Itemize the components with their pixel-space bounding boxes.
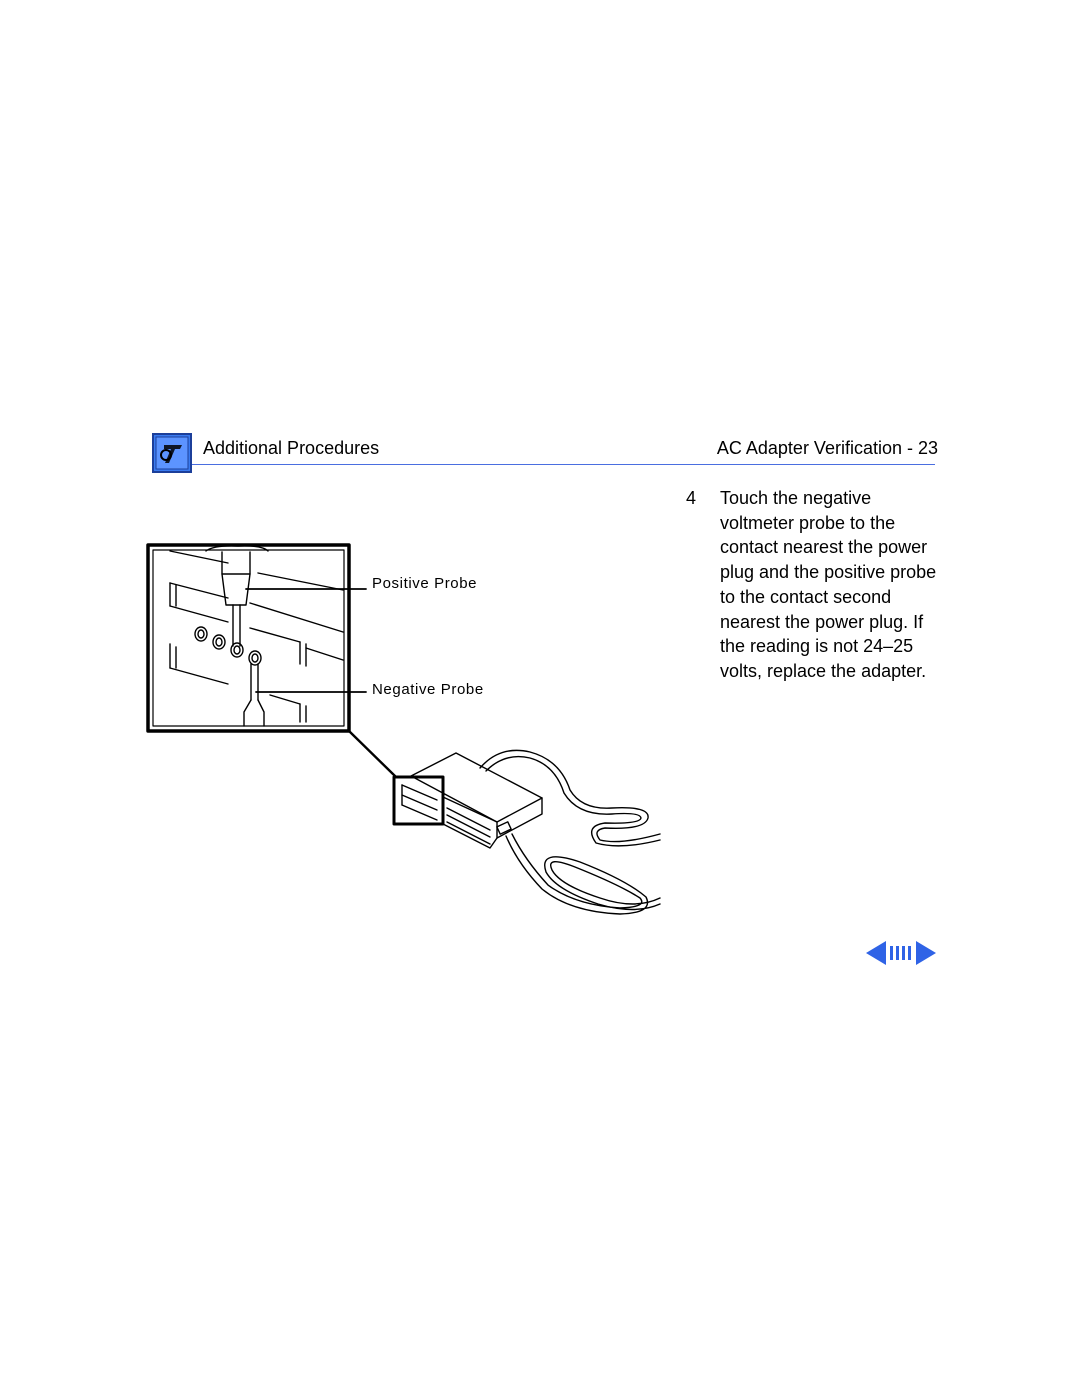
toolbox-icon xyxy=(152,433,192,473)
section-title: Additional Procedures xyxy=(203,438,380,458)
header-divider xyxy=(192,464,935,465)
previous-page-arrow-icon[interactable] xyxy=(866,941,886,965)
step-number: 4 xyxy=(686,488,697,508)
page-title: AC Adapter Verification - 23 xyxy=(716,438,938,458)
step-text: Touch the negative voltmeter probe to th… xyxy=(720,488,937,681)
adapter-probe-illustration xyxy=(146,543,661,915)
next-page-arrow-icon[interactable] xyxy=(916,941,936,965)
page-navigation xyxy=(866,941,936,965)
positive-probe-label: Positive Probe xyxy=(372,575,478,592)
negative-probe-label: Negative Probe xyxy=(372,681,484,698)
inset-frame xyxy=(146,543,351,733)
page-bars-icon[interactable] xyxy=(890,946,911,960)
